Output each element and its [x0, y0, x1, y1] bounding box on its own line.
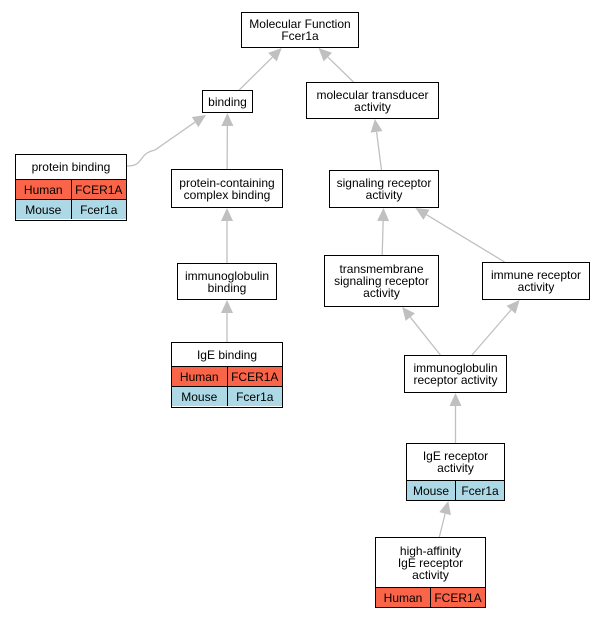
arrowhead-icon	[191, 115, 206, 128]
arrowhead-icon	[221, 113, 234, 127]
node-immunoglobulin-binding[interactable]: immunoglobulin binding	[177, 263, 277, 300]
node-binding[interactable]: binding	[202, 90, 253, 113]
edge-immune_receptor-to-signaling_receptor	[426, 214, 505, 263]
edge-immunoglobulin_receptor-to-immune_receptor	[471, 309, 512, 356]
arrowhead-icon	[377, 208, 390, 222]
arrowhead-icon	[221, 208, 233, 221]
node-immune-receptor-activity[interactable]: immune receptor activity	[482, 262, 590, 300]
term-label: signaling receptor activity	[336, 176, 432, 202]
arrowhead-icon	[370, 119, 383, 133]
edge-high_affinity_ige_receptor-to-ige_receptor	[438, 513, 446, 538]
term-label: Molecular Function Fcer1a	[249, 17, 351, 43]
node-protein-containing-complex-binding[interactable]: protein-containing complex binding	[171, 169, 283, 208]
gene-row-human: Human FCER1A	[16, 179, 126, 199]
species-cell: Human	[172, 367, 227, 386]
arrowhead-icon	[221, 300, 233, 313]
arrowhead-icon	[268, 48, 282, 62]
gene-row-mouse: Mouse Fcer1a	[172, 386, 282, 406]
edge-transmembrane_signaling-to-signaling_receptor	[381, 220, 384, 256]
edge-binding-to-molecular_function	[238, 56, 273, 91]
species-cell: Mouse	[407, 481, 455, 500]
node-molecular-function[interactable]: Molecular Function Fcer1a	[241, 12, 359, 48]
gene-cell[interactable]: FCER1A	[70, 180, 126, 199]
term-label: immunoglobulin binding	[184, 268, 270, 295]
species-cell: Mouse	[172, 387, 227, 406]
species-cell: Mouse	[16, 200, 71, 219]
gene-cell[interactable]: Fcer1a	[70, 200, 126, 219]
node-protein-binding[interactable]: protein binding Human FCER1A Mouse Fcer1…	[15, 154, 127, 221]
term-label: immune receptor activity	[490, 268, 582, 294]
arrowhead-icon	[402, 307, 415, 321]
arrowhead-icon	[415, 208, 430, 220]
node-immunoglobulin-receptor-activity[interactable]: immunoglobulin receptor activity	[404, 355, 507, 393]
term-label: transmembrane signaling receptor activit…	[334, 262, 429, 300]
term-label: protein-containing complex binding	[179, 175, 275, 202]
term-label: IgE binding	[196, 347, 258, 362]
arrowhead-icon	[439, 501, 451, 516]
edge-immunoglobulin_receptor-to-transmembrane_signaling	[409, 316, 441, 356]
node-transmembrane-signaling-receptor-activity[interactable]: transmembrane signaling receptor activit…	[324, 255, 439, 307]
term-label: molecular transducer activity	[316, 87, 429, 114]
term-label: protein binding	[31, 160, 111, 174]
arrowhead-icon	[506, 300, 520, 314]
node-molecular-transducer-activity[interactable]: molecular transducer activity	[306, 82, 439, 119]
node-high-affinity-ige-receptor-activity[interactable]: high-affinity IgE receptor activity Huma…	[375, 537, 486, 608]
arrowhead-icon	[449, 393, 462, 406]
term-label: binding	[208, 94, 247, 109]
term-label: high-affinity IgE receptor activity	[397, 543, 464, 582]
term-label: immunoglobulin receptor activity	[413, 361, 498, 387]
gene-cell[interactable]: FCER1A	[430, 588, 485, 607]
gene-cell[interactable]: FCER1A	[226, 367, 282, 386]
species-cell: Human	[16, 180, 71, 199]
gene-row-mouse: Mouse Fcer1a	[407, 480, 504, 500]
gene-row-human: Human FCER1A	[172, 366, 282, 386]
edge-molecular_transducer-to-molecular_function	[327, 56, 354, 83]
arrowhead-icon	[318, 48, 333, 62]
term-label: IgE receptor activity	[422, 449, 489, 475]
node-ige-receptor-activity[interactable]: IgE receptor activity Mouse Fcer1a	[406, 443, 505, 501]
gene-cell[interactable]: Fcer1a	[455, 481, 504, 500]
edge-signaling_receptor-to-molecular_transducer	[375, 131, 383, 171]
node-signaling-receptor-activity[interactable]: signaling receptor activity	[329, 170, 439, 208]
gene-cell[interactable]: Fcer1a	[226, 387, 282, 406]
gene-row-human: Human FCER1A	[376, 587, 485, 607]
species-cell: Human	[376, 588, 430, 607]
gene-row-mouse: Mouse Fcer1a	[16, 199, 126, 219]
node-ige-binding[interactable]: IgE binding Human FCER1A Mouse Fcer1a	[171, 342, 283, 408]
edge-protein_binding-to-binding	[126, 121, 196, 167]
